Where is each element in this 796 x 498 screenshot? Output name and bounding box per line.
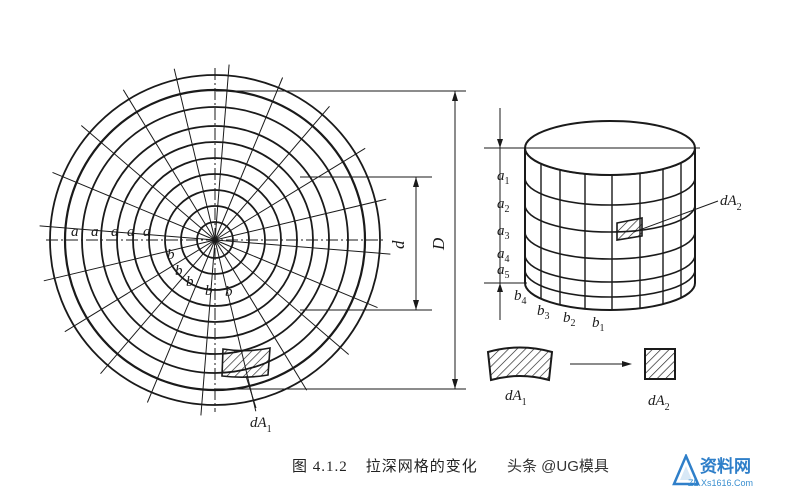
grid-spoke [214,105,330,241]
grid-spoke [214,239,308,391]
label-b: b [205,283,213,299]
grid-spoke [214,239,391,255]
label-a: a [91,224,99,240]
label-a: a [127,224,135,240]
label-dA2-bottom: dA2 [648,393,670,413]
grid-spoke [214,77,284,241]
figure-number: 图 4.1.2 [292,459,348,475]
grid-spoke [80,125,216,241]
watermark-url: ZL.Xs1616.Com [688,478,754,488]
svg-text:b1: b1 [592,315,605,334]
grid-spoke [52,171,216,241]
dimension-d: d [300,176,432,311]
dA1-leader [245,375,257,409]
label-b: b [186,274,194,290]
cup-grid-row [524,231,696,260]
grid-spoke [100,239,216,375]
cup-vertical-grid [540,162,682,310]
label-dA1: dA1 [250,415,272,435]
cup-height-labels: a1 a2 a3 a4 a5 [497,168,510,281]
grid-spoke [214,239,257,412]
grid-spoke [214,239,350,355]
watermark-brand: 资料网 [700,457,751,476]
radial-grid-lines [39,64,391,416]
label-a: a [111,224,119,240]
blank-disc-grid [39,64,391,416]
svg-text:b2: b2 [563,310,576,329]
svg-text:b3: b3 [537,303,550,322]
grid-spoke [64,239,216,333]
grid-spoke [146,239,216,403]
watermark-text: 头条 @UG模具 [507,458,609,475]
label-a: a [143,224,151,240]
grid-spoke [173,68,216,241]
element-dA1-shape [486,346,554,382]
cup-horizontal-grid [524,147,696,311]
dimension-D: D [216,90,466,390]
radial-spacing-labels-a: a a a a a [71,224,151,240]
label-b: b [175,263,183,279]
svg-text:a2: a2 [497,196,510,215]
grid-spoke [122,89,216,241]
cup-width-labels: b4 b3 b2 b1 [514,288,605,334]
label-a: a [71,224,79,240]
grid-spoke [214,198,387,241]
arc-spacing-labels-b: b b b b b [167,247,233,300]
grid-spoke [200,239,216,416]
cup-grid-row [524,254,696,283]
label-dA2: dA2 [720,193,742,213]
label-b: b [167,247,175,263]
grid-spoke [214,64,230,241]
figure-caption: 图 4.1.2 拉深网格的变化 [292,455,478,476]
element-dA1 [221,347,271,378]
label-dA1-bottom: dA1 [505,388,527,408]
grid-spoke [214,239,378,309]
grid-spoke [214,147,366,241]
cup-grid-row [524,269,696,298]
cup-grid-row [524,177,696,206]
svg-text:a3: a3 [497,223,510,242]
svg-text:a5: a5 [497,262,510,281]
grid-spoke [39,225,216,241]
svg-text:a4: a4 [497,246,510,265]
cup-grid-row [524,282,696,311]
cup-grid-row [524,204,696,233]
svg-text:a1: a1 [497,168,510,187]
label-b: b [225,284,233,300]
label-D: D [429,237,448,251]
svg-text:b4: b4 [514,288,527,307]
dA2-leader [633,200,719,233]
drawn-cup-grid [484,108,719,320]
element-dA2-on-cup [616,217,643,241]
cup-grid-row [524,147,696,176]
watermark-logo-icon [672,454,700,486]
grid-spoke [43,239,216,282]
figure-title: 拉深网格的变化 [365,459,478,475]
label-d: d [389,240,408,249]
element-dA2-shape [644,348,676,380]
